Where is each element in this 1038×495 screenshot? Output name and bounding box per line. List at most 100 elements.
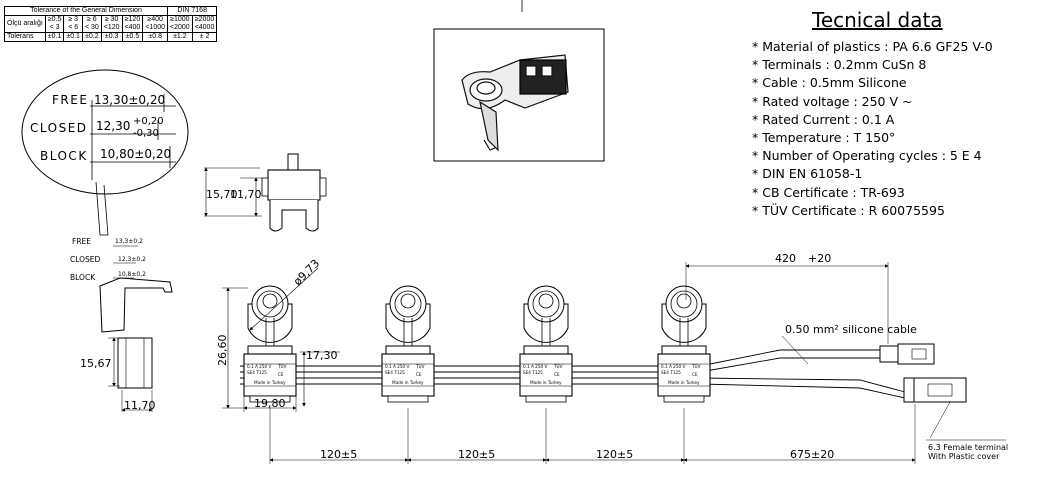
technical-data-panel: Tecnical data * Material of plastics : P… [752, 8, 1032, 220]
branch-length-dim: 420 [775, 252, 796, 265]
switch-tuv-mark: TÜV [415, 364, 425, 369]
tolerance-range-max: <120 [103, 24, 120, 31]
tolerance-range-min: ≥ 3 [68, 16, 78, 23]
technical-data-title: Tecnical data [812, 8, 943, 32]
terminal-note-1: 6.3 Female terminal [928, 443, 1008, 452]
tolerance-range-cell: ≥2000<4000 [191, 15, 218, 33]
zoom-closed-label: CLOSED [30, 121, 88, 135]
zoom-closed-tol-upper: +0,20 [133, 116, 164, 127]
switch-tuv-mark: TÜV [277, 364, 287, 369]
tolerance-range-max: < 30 [84, 24, 99, 31]
tolerance-value-cell: ±0.2 [81, 32, 102, 42]
switch-ce-mark: CE [278, 372, 284, 377]
technical-data-item: * TÜV Certificate : R 60075595 [752, 202, 945, 218]
tolerance-range-min: ≥0.5 [47, 16, 62, 23]
tolerance-range-min: ≥120 [124, 16, 141, 23]
tolerance-table: Tolerance of the General Dimension DIN 7… [3, 6, 218, 42]
body-height-dim: 17,30 [306, 349, 338, 362]
technical-data-item: * CB Certificate : TR-693 [752, 184, 905, 200]
tolerance-value-cell: ±0.5 [121, 32, 144, 42]
technical-data-item: * Cable : 0.5mm Silicone [752, 75, 907, 91]
terminal-note-2: With Plastic cover [928, 452, 1000, 461]
tolerance-range-cell: ≥0.5< 3 [44, 15, 65, 33]
zoom-free-value: 13,30±0,20 [94, 93, 165, 107]
switch-rating-label: 0.1 A 250 V [661, 364, 686, 369]
tolerance-range-min: ≥1000 [170, 16, 190, 23]
tolerance-range-max: <1000 [145, 24, 166, 31]
switch-ce-mark: CE [692, 372, 698, 377]
technical-data-list: * Material of plastics : PA 6.6 GF25 V-0… [752, 38, 1032, 220]
side-width-dim: 11,70 [124, 399, 156, 412]
pitch-dim-2: 120±5 [458, 448, 495, 461]
switch-code-label: SE4 T125 [385, 370, 405, 375]
switch-tuv-mark: TÜV [553, 364, 563, 369]
switch-code-label: SE4 T125 [523, 370, 543, 375]
tolerance-range-min: ≥400 [147, 16, 163, 23]
zoom-closed-value: 12,30 [96, 119, 130, 133]
switch-origin-label: Made in Turkey [392, 380, 424, 385]
switch-ce-mark: CE [554, 372, 560, 377]
switch-code-label: SE4 T125 [661, 370, 681, 375]
tolerance-range-min: ≥ 6 [87, 16, 97, 23]
tolerance-zoom-balloon: FREE 13,30±0,20 CLOSED 12,30 +0,20 -0,30… [21, 69, 189, 236]
zoom-block-label: BLOCK [40, 149, 88, 163]
switch-code-label: SE4 T125 [247, 370, 267, 375]
branch-length-tol: +20 [808, 252, 831, 265]
switch-rating-label: 0.1 A 250 V [385, 364, 410, 369]
side-block-label: BLOCK [70, 273, 96, 282]
front-outer-height: 15,70 [206, 188, 238, 201]
tolerance-range-max: < 3 [49, 24, 60, 31]
switch-ce-mark: CE [416, 372, 422, 377]
tolerance-range-min: ≥ 30 [104, 16, 119, 23]
technical-data-item: * Number of Operating cycles : 5 E 4 [752, 148, 982, 164]
front-view: 15,70 11,70 [204, 153, 327, 232]
side-free-label: FREE [72, 237, 91, 246]
side-closed-value: 12,3±0,2 [118, 256, 146, 263]
tolerance-value-cell: ± 2 [191, 32, 218, 42]
switch-origin-label: Made in Turkey [254, 380, 286, 385]
zoom-block-value: 10,80±0,20 [100, 147, 171, 161]
side-view: FREE 13,3±0,2 CLOSED 12,3±0,2 BLOCK 10,8… [70, 237, 173, 412]
diameter-dim: ø9,73 [291, 257, 322, 288]
switch-origin-label: Made in Turkey [668, 380, 700, 385]
technical-data-item: * Rated voltage : 250 V ~ [752, 93, 913, 109]
side-free-value: 13,3±0,2 [115, 238, 143, 245]
tolerance-table-tol-label: Tolerans [4, 32, 46, 42]
switch-origin-label: Made in Turkey [530, 380, 562, 385]
tolerance-range-max: <2000 [170, 24, 190, 31]
side-closed-label: CLOSED [70, 255, 101, 264]
lead-length-dim: 675±20 [790, 448, 834, 461]
tolerance-range-min: ≥2000 [194, 16, 215, 23]
front-inner-height: 11,70 [230, 188, 262, 201]
zoom-free-label: FREE [52, 93, 88, 107]
technical-data-item: * Terminals : 0.2mm CuSn 8 [752, 57, 927, 73]
switch-rating-label: 0.1 A 250 V [523, 364, 548, 369]
tolerance-range-max: <400 [124, 24, 141, 31]
zoom-closed-tol-lower: -0,30 [133, 128, 159, 139]
height-dim: 26,60 [216, 335, 229, 367]
pitch-dim-3: 120±5 [596, 448, 633, 461]
technical-data-item: * DIN EN 61058-1 [752, 166, 863, 182]
tolerance-range-max: < 6 [68, 24, 79, 31]
technical-data-item: * Material of plastics : PA 6.6 GF25 V-0 [752, 39, 993, 54]
side-block-value: 10,8±0,2 [118, 271, 146, 278]
tolerance-range-max: <4000 [194, 24, 215, 31]
cable-note: 0.50 mm² silicone cable [785, 323, 917, 336]
switch-tuv-mark: TÜV [691, 364, 701, 369]
product-photo [461, 54, 569, 152]
pitch-dim-1: 120±5 [320, 448, 357, 461]
tolerance-value-cell: ±0.1 [44, 32, 65, 42]
technical-data-item: * Temperature : T 150° [752, 130, 896, 146]
technical-data-item: * Rated Current : 0.1 A [752, 111, 895, 127]
side-height-dim: 15,67 [80, 357, 112, 370]
tolerance-table-range-label: Ölçü aralığı [4, 15, 46, 33]
body-width-dim: 19,80 [254, 397, 286, 410]
switch-rating-label: 0.1 A 250 V [247, 364, 272, 369]
